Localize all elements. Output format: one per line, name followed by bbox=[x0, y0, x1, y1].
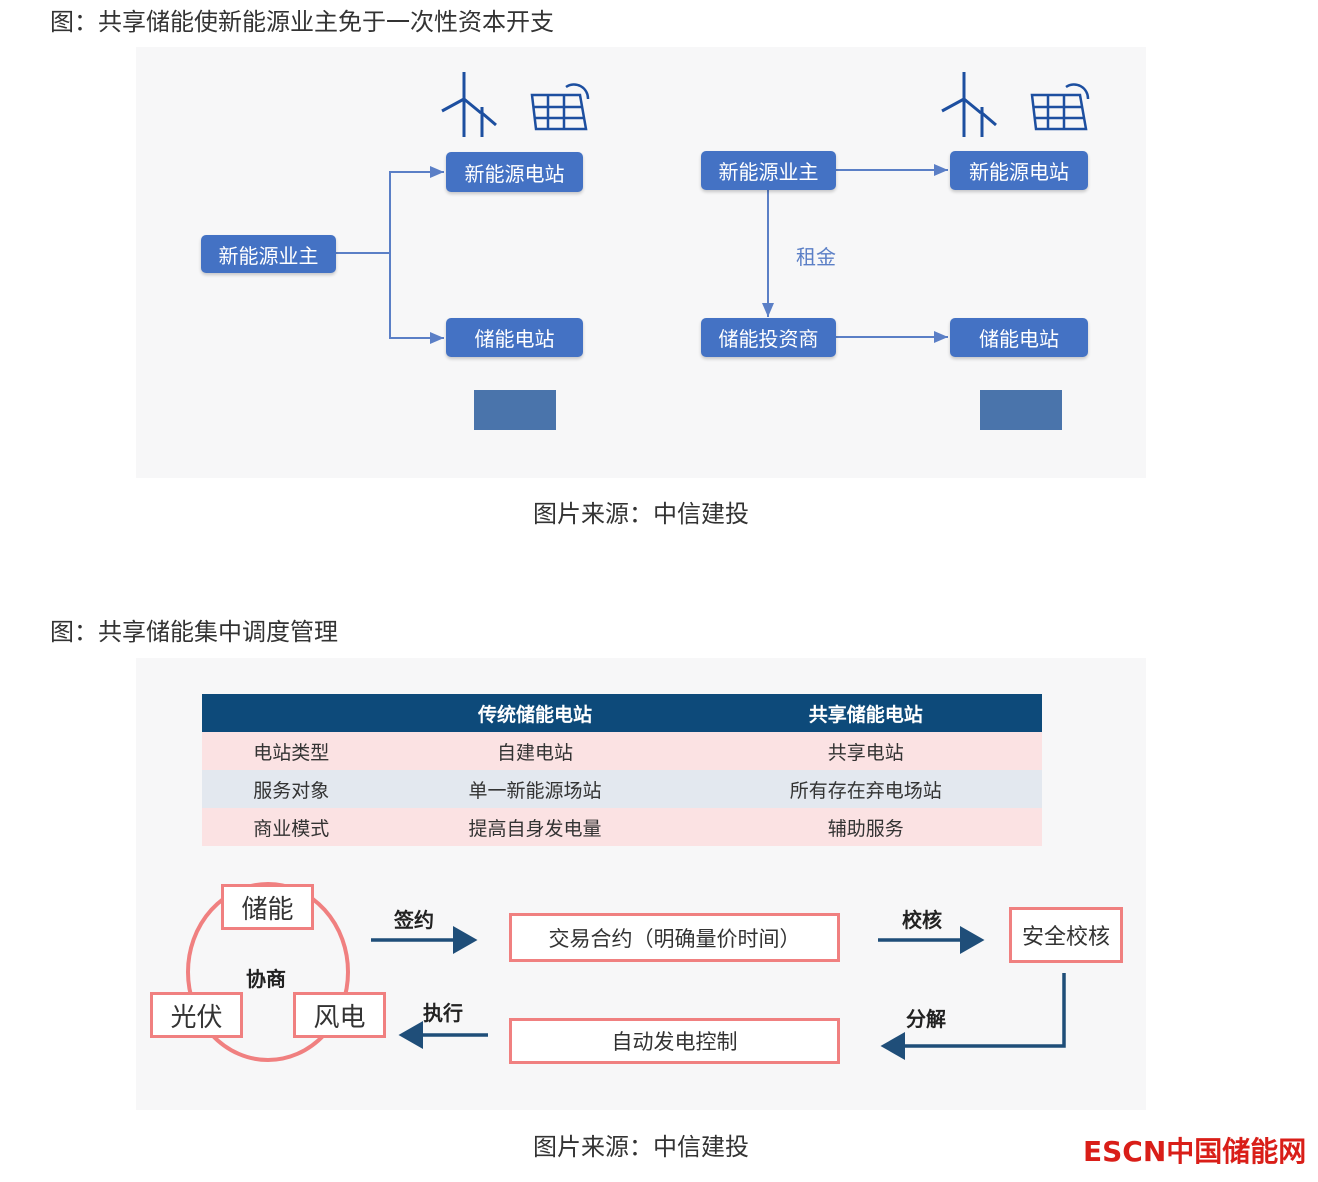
decompose-label: 分解 bbox=[906, 1007, 946, 1031]
rent-label: 租金 bbox=[796, 245, 836, 269]
storage-box: 储能 bbox=[221, 884, 314, 930]
escn-logo: ESCN中国储能网 bbox=[1083, 1135, 1307, 1168]
cell: 提高自身发电量 bbox=[380, 808, 690, 846]
cell: 辅助服务 bbox=[689, 808, 1042, 846]
cell: 自建电站 bbox=[380, 732, 690, 770]
right-storage-station-box: 储能电站 bbox=[950, 318, 1088, 357]
cell: 服务对象 bbox=[202, 770, 381, 808]
figure1-caption: 图片来源：中信建投 bbox=[533, 500, 749, 528]
right-renewable-station-box: 新能源电站 bbox=[950, 151, 1088, 190]
table-row: 电站类型自建电站共享电站 bbox=[202, 732, 1042, 770]
investor-box: 储能投资商 bbox=[701, 318, 836, 357]
header-cell: 传统储能电站 bbox=[380, 694, 690, 732]
safety-check-box: 安全校核 bbox=[1009, 907, 1123, 963]
wind-turbine-icon bbox=[441, 72, 997, 137]
agc-box: 自动发电控制 bbox=[509, 1018, 840, 1064]
battery-container-icon bbox=[474, 390, 1062, 430]
header-cell: 共享储能电站 bbox=[689, 694, 1042, 732]
table-row: 商业模式提高自身发电量辅助服务 bbox=[202, 808, 1042, 846]
connector-lines bbox=[336, 72, 1090, 430]
left-renewable-station-box: 新能源电站 bbox=[446, 152, 583, 192]
figure2-diagram: 传统储能电站共享储能电站 电站类型自建电站共享电站 服务对象单一新能源场站所有存… bbox=[136, 658, 1146, 1110]
execute-label: 执行 bbox=[423, 1001, 463, 1025]
sign-label: 签约 bbox=[394, 908, 434, 932]
cell: 所有存在弃电场站 bbox=[689, 770, 1042, 808]
verify-label: 校核 bbox=[902, 908, 942, 932]
cell: 单一新能源场站 bbox=[380, 770, 690, 808]
left-owner-box: 新能源业主 bbox=[201, 235, 336, 273]
cell: 电站类型 bbox=[202, 732, 381, 770]
cell: 共享电站 bbox=[689, 732, 1042, 770]
figure1-diagram: 新能源业主 新能源电站 储能电站 新能源业主 新能源电站 储能投资商 储能电站 … bbox=[136, 47, 1146, 478]
cell: 商业模式 bbox=[202, 808, 381, 846]
figure2-caption: 图片来源：中信建投 bbox=[533, 1133, 749, 1161]
figure1-title: 图：共享储能使新能源业主免于一次性资本开支 bbox=[50, 8, 554, 36]
negotiate-label: 协商 bbox=[246, 967, 286, 991]
table-row: 服务对象单一新能源场站所有存在弃电场站 bbox=[202, 770, 1042, 808]
figure2-title: 图：共享储能集中调度管理 bbox=[50, 618, 338, 646]
comparison-table: 传统储能电站共享储能电站 电站类型自建电站共享电站 服务对象单一新能源场站所有存… bbox=[202, 694, 1042, 846]
right-owner-box: 新能源业主 bbox=[701, 151, 836, 190]
contract-box: 交易合约（明确量价时间） bbox=[509, 913, 840, 962]
pv-box: 光伏 bbox=[150, 992, 243, 1038]
header-cell bbox=[202, 694, 381, 732]
left-storage-station-box: 储能电站 bbox=[446, 318, 583, 357]
solar-panel-icon bbox=[530, 83, 1090, 131]
wind-box: 风电 bbox=[293, 992, 386, 1038]
